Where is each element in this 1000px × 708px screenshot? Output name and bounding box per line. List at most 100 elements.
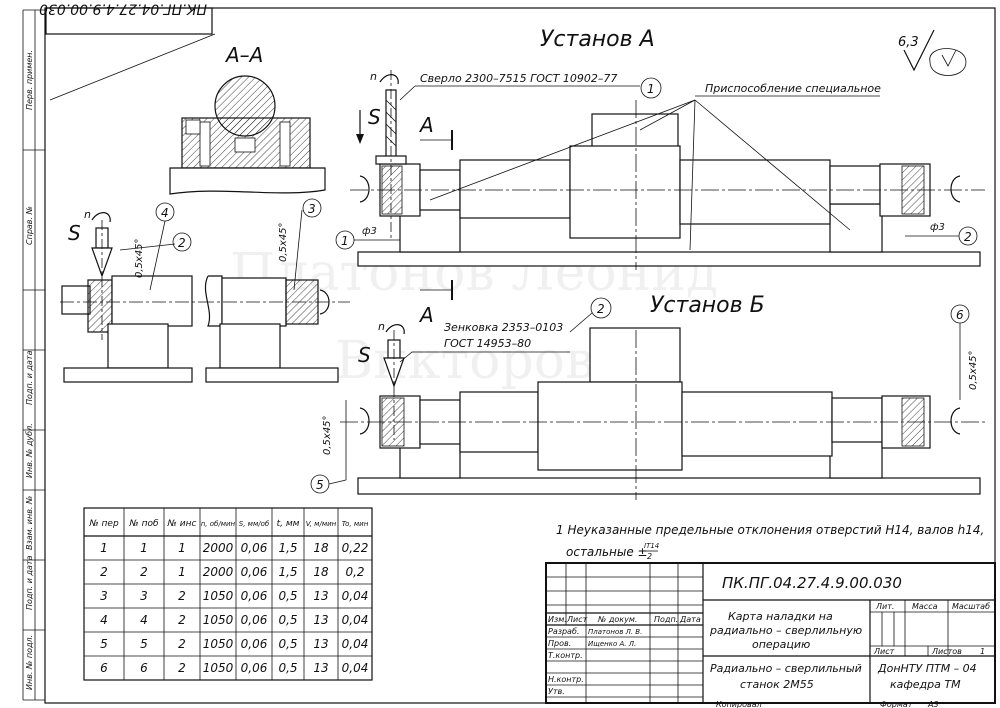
tool-b-line1: Зенковка 2353–0103 (444, 321, 563, 334)
table-cell: 0,2 (345, 565, 364, 579)
tb-razrab: Разраб. (548, 627, 579, 636)
tb-machine-line2: станок 2М55 (740, 678, 814, 691)
section-a-a-view: А–А (169, 43, 326, 195)
tb-col-data: Дата (679, 615, 701, 624)
tb-listov: Листов (931, 647, 962, 656)
table-cell: 1 (178, 565, 186, 579)
tb-org-line1: ДонНТУ ПТМ – 04 (877, 662, 977, 675)
callout-5: 5 (316, 478, 324, 492)
table-cell: 0,06 (241, 589, 268, 603)
tb-nkontr: Н.контр. (548, 675, 584, 684)
table-cell: 5 (100, 637, 108, 651)
table-cell: 0,04 (342, 613, 369, 627)
table-header-cell: V, м/мин (306, 520, 337, 528)
table-header-cell: S, мм/об (239, 520, 270, 528)
table-cell: 0,06 (241, 613, 268, 627)
setup-a-view: Установ А S n (335, 27, 985, 270)
tb-massa: Масса (912, 602, 938, 611)
tool-b-line2: ГОСТ 14953–80 (444, 337, 531, 350)
table-header-cell: № пер (88, 519, 119, 529)
table-cell: 2 (178, 637, 186, 651)
title-block: Изм. Лист № докум. Подп. Дата Разраб. Пл… (545, 562, 996, 708)
table-cell: 2000 (203, 541, 234, 555)
roughness-value: 6,3 (898, 35, 919, 50)
tb-title-line2: радиально – сверлильную (709, 624, 862, 637)
table-cell: 0,06 (241, 541, 268, 555)
chamfer-b-left: 0,5х45° (322, 415, 333, 455)
callout-3-aux: 3 (308, 202, 316, 216)
tb-col-podp: Подп. (654, 615, 678, 624)
side-label-2: Подп. и дата (25, 350, 34, 405)
table-cell: 0,5 (278, 661, 297, 675)
side-label-5: Подп. и дата (25, 555, 34, 610)
table-cell: 4 (140, 613, 148, 627)
tb-utv: Утв. (548, 687, 565, 696)
table-cell: 13 (313, 589, 328, 603)
table-cell: 1 (178, 541, 186, 555)
table-cell: 0,5 (278, 589, 297, 603)
table-cell: 13 (313, 661, 328, 675)
table-cell: 1,5 (278, 565, 297, 579)
note-frac-top: IT14 (644, 542, 659, 550)
table-cell: 1050 (203, 589, 234, 603)
setup-a-tool-label: Сверло 2300–7515 ГОСТ 10902–77 (420, 72, 617, 85)
table-cell: 6 (100, 661, 108, 675)
top-code-box: ПК.ПГ.04.27.4.9.00.030 (39, 0, 216, 101)
setup-a-rot-n: n (370, 70, 377, 83)
table-cell: 0,04 (342, 661, 369, 675)
table-cell: 0,04 (342, 589, 369, 603)
table-header-cell: To, мин (342, 520, 369, 528)
tb-title-line3: операцию (752, 638, 810, 651)
setup-b-rot-n: n (378, 320, 385, 333)
tb-col-izm: Изм. (548, 615, 567, 624)
tb-title-line1: Карта наладки на (728, 610, 833, 623)
table-cell: 1 (140, 541, 148, 555)
side-label-1: Справ. № (25, 206, 34, 245)
section-a-a-label: А–А (224, 43, 263, 67)
table-cell: 3 (140, 589, 148, 603)
tb-org-line2: кафедра ТМ (890, 678, 961, 691)
note-frac-bottom: 2 (647, 552, 652, 561)
side-label-0: Перв. примен. (25, 50, 34, 110)
setup-b-feed-s: S (358, 343, 371, 367)
top-code-text: ПК.ПГ.04.27.4.9.00.030 (39, 0, 207, 16)
aux-feed-s: S (68, 221, 81, 245)
tb-listov-value: 1 (980, 647, 985, 656)
setup-b-view: Установ Б А S n Зенковка 2353–0103 ГОСТ … (310, 280, 985, 500)
table-header-cell: № поб (128, 519, 159, 529)
table-cell: 18 (313, 541, 329, 555)
callout-2-right: 2 (964, 230, 972, 244)
roughness-mark: 6,3 (898, 29, 967, 76)
table-cell: 0,04 (342, 637, 369, 651)
table-cell: 0,5 (278, 637, 297, 651)
chamfer-b-right: 0,5х45° (968, 350, 979, 390)
fixture-label: Приспособление специальное (705, 82, 881, 95)
dia-right: ф3 (930, 222, 945, 233)
table-cell: 1050 (203, 637, 234, 651)
tb-doc-code: ПК.ПГ.04.27.4.9.00.030 (722, 574, 902, 592)
table-cell: 2 (178, 661, 186, 675)
tb-col-ndoc: № докум. (597, 615, 637, 624)
tb-razrab-name: Платонов Л. В. (588, 628, 642, 636)
left-margin-strip: Перв. примен. Справ. № Подп. и дата Инв.… (22, 9, 45, 701)
tb-prov-name: Ищенко А. Л. (588, 640, 636, 648)
tb-prov: Пров. (548, 639, 571, 648)
setup-b-section-mark: А (418, 303, 434, 327)
side-label-3: Инв. № дубл. (25, 423, 34, 478)
tb-tkontr: Т.контр. (548, 651, 583, 660)
chamfer-aux-2: 0,5х45° (278, 222, 289, 262)
callout-2-aux: 2 (178, 236, 186, 250)
tb-kopiroval: Копировал (716, 700, 762, 708)
tb-col-list: Лист (566, 615, 588, 624)
tb-format-value: А3 (927, 700, 939, 708)
table-cell: 13 (313, 637, 328, 651)
note-line2: остальные ± (566, 545, 648, 559)
setup-b-title: Установ Б (650, 293, 765, 318)
table-cell: 0,06 (241, 565, 268, 579)
aux-rot-n: n (84, 208, 91, 221)
setup-a-feed-s: S (368, 105, 381, 129)
table-cell: 2 (178, 613, 186, 627)
note-line1: 1 Неуказанные предельные отклонения отве… (556, 523, 984, 537)
table-cell: 2 (178, 589, 186, 603)
